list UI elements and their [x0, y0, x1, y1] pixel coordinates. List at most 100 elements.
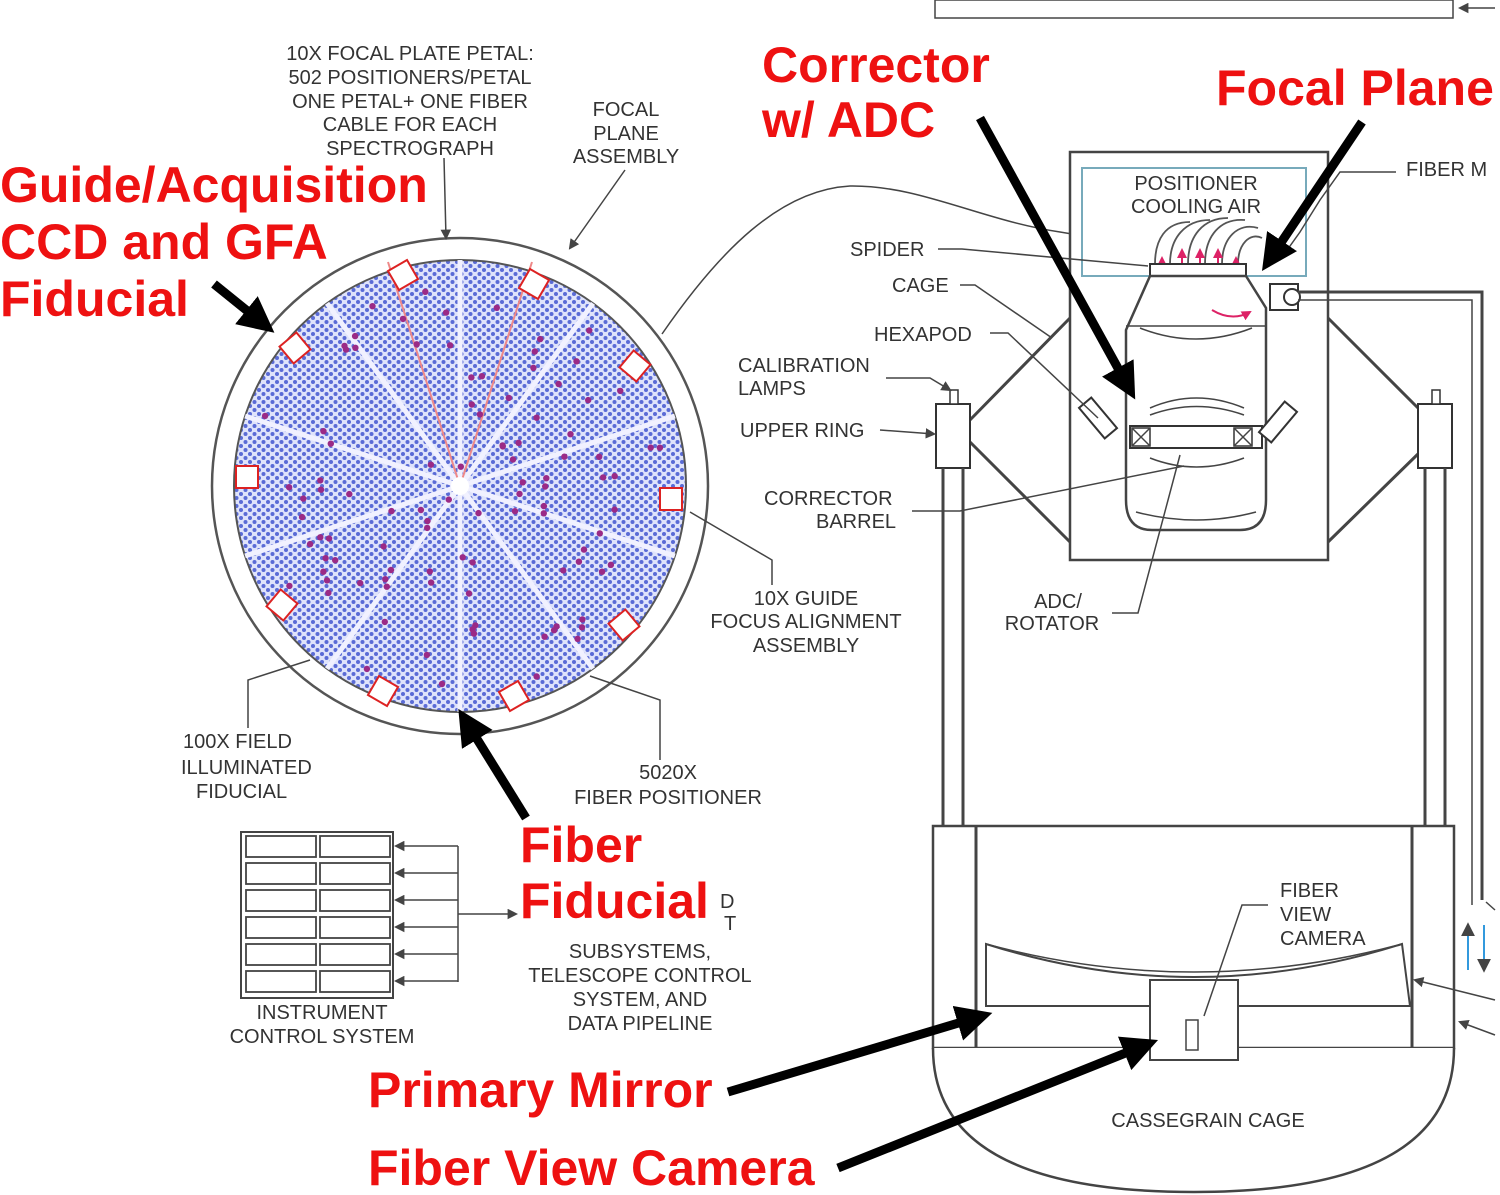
field-fiducial-dot	[596, 453, 603, 460]
field-fiducial-dot	[423, 651, 431, 659]
field-fiducial-dot	[540, 502, 548, 510]
field-fiducial-dot	[530, 364, 537, 371]
rack-cell	[245, 970, 317, 993]
field-fiducial-dot	[369, 303, 376, 310]
field-fiducial-dot	[579, 616, 586, 623]
field-fiducial-dot	[342, 346, 350, 353]
field-fiducial-dot	[656, 444, 664, 451]
focal-plane-assembly-label-1: FOCAL	[593, 99, 660, 121]
field-fiducial-dot	[325, 535, 333, 542]
field-fiducial-dot	[317, 534, 324, 541]
field-fiducial-dot	[505, 394, 512, 402]
field-fiducial-dot	[515, 439, 522, 446]
field-fiducial-dot	[325, 589, 332, 597]
field-fiducial-dot	[442, 309, 450, 316]
instrument-control-rack	[240, 831, 519, 999]
field-fiducial-dot	[533, 414, 540, 421]
callout-corrector-1: Corrector	[762, 37, 990, 93]
field-fiducial-dot	[585, 396, 592, 404]
field-fiducial-dot	[553, 623, 560, 630]
field-fiducial-label-1: 100X FIELD	[183, 731, 292, 753]
field-fiducial-dot	[322, 555, 329, 562]
field-fiducial-dot	[516, 490, 523, 498]
petal-label-4: CABLE FOR EACH	[323, 114, 497, 136]
rack-cell	[319, 835, 391, 858]
rack-cell	[245, 943, 317, 966]
guide-focus-label-3: ASSEMBLY	[753, 635, 859, 657]
field-fiducial-dot	[417, 506, 425, 514]
field-fiducial-dot	[445, 496, 452, 503]
field-fiducial-dot	[607, 561, 615, 568]
adc-rotator-label-1: ADC/	[1034, 591, 1082, 613]
field-fiducial-label-3: FIDUCIAL	[196, 781, 287, 803]
field-fiducial-dot	[511, 508, 519, 515]
partial-fragment-1: D	[720, 891, 734, 913]
field-fiducial-dot	[573, 358, 580, 365]
field-fiducial-dot	[468, 401, 475, 408]
field-fiducial-dot	[598, 568, 606, 575]
callout-corrector-2: w/ ADC	[761, 92, 935, 148]
adc-rotator-label-2: ROTATOR	[1005, 613, 1099, 635]
field-fiducial-dot	[317, 477, 324, 484]
field-fiducial-dot	[561, 453, 568, 460]
field-fiducial-dot	[575, 558, 583, 565]
corrector-barrel-label-2: BARREL	[816, 511, 896, 533]
field-fiducial-dot	[363, 665, 371, 673]
corrector-barrel-label-1: CORRECTOR	[764, 488, 893, 510]
subsystems-label-3: SYSTEM, AND	[573, 989, 707, 1011]
field-fiducial-dot	[543, 475, 550, 482]
field-fiducial-dot	[596, 530, 603, 537]
field-fiducial-dot	[383, 583, 390, 590]
cage-label: CAGE	[892, 275, 949, 297]
field-fiducial-dot	[413, 341, 420, 348]
rack-cell	[245, 862, 317, 885]
fiber-view-camera-small-2: VIEW	[1280, 904, 1331, 926]
field-fiducial-dot	[478, 373, 486, 380]
guide-focus-label-2: FOCUS ALIGNMENT	[710, 611, 901, 633]
field-fiducial-dot	[306, 540, 314, 548]
field-fiducial-dot	[346, 490, 353, 498]
callout-guide-acquisition-3: Fiducial	[0, 271, 189, 327]
field-fiducial-dot	[493, 304, 500, 311]
field-fiducial-dot	[422, 288, 429, 295]
field-fiducial-dot	[540, 510, 547, 517]
guide-squares	[235, 258, 683, 713]
field-fiducial-dot	[286, 582, 293, 590]
field-fiducial-dot	[438, 680, 446, 688]
rack-cell	[319, 862, 391, 885]
field-fiducial-dot	[357, 579, 364, 587]
field-fiducial-dot	[469, 559, 476, 566]
field-fiducial-dot	[475, 509, 482, 517]
field-fiducial-dot	[300, 495, 307, 502]
focal-plate-disc	[210, 236, 710, 736]
callout-fiber-fiducial-2: Fiducial	[520, 873, 709, 929]
guide-focus-label-1: 10X GUIDE	[754, 588, 858, 610]
callout-arrows	[211, 115, 1366, 1173]
rack-cell	[245, 835, 317, 858]
field-fiducial-dot	[611, 506, 618, 513]
field-fiducial-dot	[424, 517, 431, 525]
field-fiducial-dots	[261, 288, 664, 688]
calibration-lamps-label-1: CALIBRATION	[738, 355, 870, 377]
field-fiducial-dot	[459, 554, 466, 561]
field-fiducial-dot	[560, 567, 567, 574]
callout-guide-acquisition-2: CCD and GFA	[0, 214, 328, 270]
field-fiducial-dot	[380, 543, 387, 550]
plate-center	[451, 477, 469, 495]
fiber-direction-arrows	[1461, 922, 1491, 973]
field-fiducial-dot	[427, 461, 435, 468]
field-fiducial-dot	[469, 626, 476, 633]
callout-focal-plane: Focal Plane	[1216, 60, 1494, 116]
spider-label: SPIDER	[850, 239, 924, 261]
field-fiducial-dot	[465, 590, 473, 597]
telescope-cage-drawing	[931, 0, 1496, 1194]
petal-label-2: 502 POSITIONERS/PETAL	[288, 67, 531, 89]
focal-plane-assembly-label-2: PLANE	[593, 123, 659, 145]
callout-fiber-fiducial-1: Fiber	[520, 817, 642, 873]
subsystems-label-1: SUBSYSTEMS,	[569, 941, 711, 963]
fiber-positioner-label-1: 5020X	[639, 762, 697, 784]
field-fiducial-dot	[533, 673, 540, 680]
instrument-control-label-2: CONTROL SYSTEM	[230, 1026, 415, 1048]
field-fiducial-dot	[611, 473, 618, 480]
petal-divider-lines	[235, 260, 685, 712]
